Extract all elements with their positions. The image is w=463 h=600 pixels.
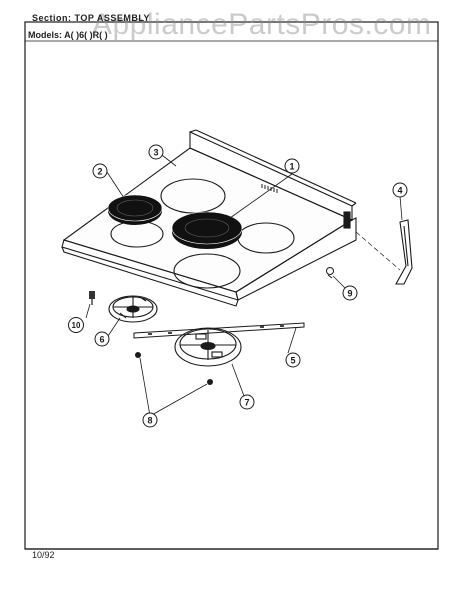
callout-10: 10 bbox=[68, 317, 84, 333]
callout-label-1: 1 bbox=[289, 162, 294, 172]
element-support-small bbox=[108, 295, 158, 323]
surface-element-small bbox=[107, 194, 163, 225]
callout-9: 9 bbox=[342, 285, 358, 301]
leader-lines bbox=[85, 151, 403, 417]
section-title: Section: TOP ASSEMBLY bbox=[32, 13, 151, 23]
callout-5: 5 bbox=[285, 352, 301, 368]
callout-1: 1 bbox=[284, 158, 300, 174]
screw-ten bbox=[89, 291, 95, 305]
callout-7: 7 bbox=[239, 394, 255, 410]
side-trim bbox=[395, 219, 413, 285]
element-support-large bbox=[174, 327, 242, 367]
callout-label-3: 3 bbox=[153, 148, 158, 158]
callout-label-6: 6 bbox=[99, 335, 104, 345]
callout-label-4: 4 bbox=[397, 186, 402, 196]
callout-label-8: 8 bbox=[147, 416, 152, 426]
model-number: Models: A( )6( )R( ) bbox=[28, 30, 108, 40]
screw bbox=[326, 267, 334, 279]
callout-8: 8 bbox=[142, 412, 158, 428]
callout-label-9: 9 bbox=[347, 289, 352, 299]
callout-label-7: 7 bbox=[244, 398, 249, 408]
callout-4: 4 bbox=[392, 182, 408, 198]
callout-2: 2 bbox=[92, 163, 108, 179]
callout-3: 3 bbox=[148, 144, 164, 160]
callout-6: 6 bbox=[94, 331, 110, 347]
watermark-text: AppliancePartsPros.com bbox=[92, 8, 432, 41]
nut-pair bbox=[135, 352, 213, 385]
callout-label-5: 5 bbox=[290, 356, 295, 366]
surface-element-large bbox=[171, 211, 243, 249]
revision-date: 10/92 bbox=[32, 550, 55, 560]
callout-label-10: 10 bbox=[72, 321, 81, 330]
callout-label-2: 2 bbox=[97, 167, 102, 177]
